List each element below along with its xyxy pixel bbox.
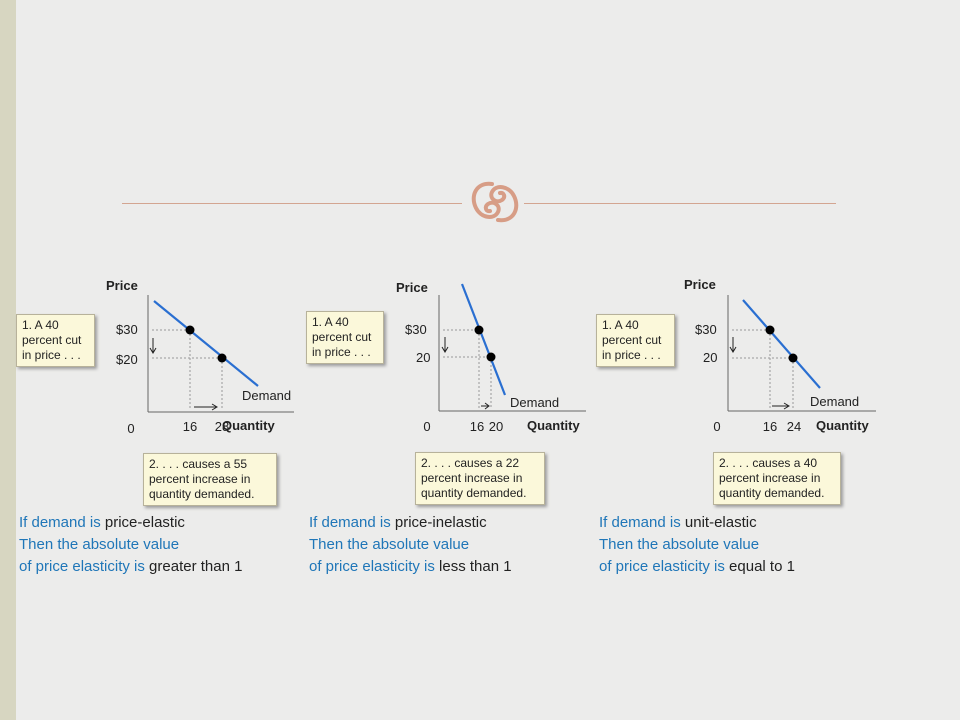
quantity-tick-1: 16 [183, 419, 197, 434]
y-axis-title: Price [684, 277, 716, 292]
summary-text: If demand is [309, 514, 395, 531]
summary-text: Then the absolute value [599, 536, 760, 553]
data-point-2 [486, 352, 496, 362]
quantity-tick-1: 16 [763, 419, 777, 434]
origin-label: 0 [127, 421, 134, 436]
summary-conclusion: equal to 1 [729, 558, 795, 575]
summary-text: of price elasticity is [599, 558, 730, 575]
price-tick-low: $20 [116, 352, 138, 367]
callout-line: 1. A 40 [602, 318, 639, 332]
origin-label: 0 [713, 419, 720, 434]
summary-conclusion: greater than 1 [149, 558, 243, 575]
callout-price-cut-1: 1. A 40 percent cut in price . . . [16, 314, 95, 367]
callout-line: percent increase in [719, 471, 821, 485]
summary-inelastic: If demand is price-inelastic Then the ab… [309, 512, 512, 578]
chart-unit-elastic: Price 0 Quantity $30 20 Demand 16 24 [684, 277, 876, 434]
x-axis-title: Quantity [222, 418, 275, 433]
data-point-1 [185, 325, 195, 335]
ornament-icon [471, 181, 519, 223]
quantity-arrow-head [783, 402, 790, 410]
demand-curve [742, 299, 821, 389]
quantity-tick-2: 20 [489, 419, 503, 434]
callout-line: in price . . . [22, 348, 81, 362]
y-axis-title: Price [106, 278, 138, 293]
data-point-1 [474, 325, 484, 335]
summary-term: unit-elastic [684, 514, 757, 531]
quantity-tick-2: 28 [215, 419, 229, 434]
summary-text: Then the absolute value [19, 536, 180, 553]
callout-line: in price . . . [602, 348, 661, 362]
demand-label: Demand [810, 394, 859, 409]
x-axis-title: Quantity [527, 418, 580, 433]
summary-text: If demand is [19, 514, 105, 531]
callout-line: percent cut [602, 333, 662, 347]
price-arrow-head [149, 347, 157, 354]
summary-conclusion: less than 1 [439, 558, 512, 575]
price-tick-low: 20 [703, 350, 717, 365]
callout-line: 2. . . . causes a 40 [719, 456, 818, 470]
price-tick-high: $30 [116, 322, 138, 337]
callout-line: quantity demanded. [719, 486, 825, 500]
quantity-arrow-head [484, 402, 490, 410]
summary-unit-elastic: If demand is unit-elastic Then the absol… [599, 512, 795, 578]
callout-line: 1. A 40 [22, 318, 59, 332]
callout-line: 2. . . . causes a 22 [421, 456, 520, 470]
callout-line: 2. . . . causes a 55 [149, 457, 248, 471]
callout-line: percent increase in [149, 472, 251, 486]
callout-line: quantity demanded. [421, 486, 527, 500]
demand-curve [460, 283, 507, 396]
chart-inelastic: Price 0 Quantity $30 20 Demand 16 20 [396, 280, 586, 434]
summary-term: price-inelastic [394, 514, 487, 531]
demand-label: Demand [510, 395, 559, 410]
demand-label: Demand [242, 388, 291, 403]
chart-elastic: Price 0 Quantity $30 $20 Demand 16 28 [106, 278, 294, 436]
price-arrow-head [729, 346, 737, 353]
price-arrow-head [441, 346, 449, 353]
summary-elastic: If demand is price-elastic Then the abso… [19, 512, 242, 578]
y-axis-title: Price [396, 280, 428, 295]
callout-price-cut-3: 1. A 40 percent cut in price . . . [596, 314, 675, 367]
summary-text: of price elasticity is [19, 558, 150, 575]
callout-price-cut-2: 1. A 40 percent cut in price . . . [306, 311, 384, 364]
callout-quantity-1: 2. . . . causes a 55 percent increase in… [143, 453, 277, 506]
quantity-tick-2: 24 [787, 419, 801, 434]
price-tick-high: $30 [405, 322, 427, 337]
callout-line: in price . . . [312, 345, 371, 359]
demand-curve [153, 300, 259, 387]
price-tick-high: $30 [695, 322, 717, 337]
callout-line: percent cut [22, 333, 82, 347]
callout-line: quantity demanded. [149, 487, 255, 501]
callout-quantity-3: 2. . . . causes a 40 percent increase in… [713, 452, 841, 505]
summary-text: Then the absolute value [309, 536, 470, 553]
quantity-arrow-head [211, 403, 218, 411]
data-point-2 [217, 353, 227, 363]
summary-text: of price elasticity is [309, 558, 440, 575]
title-divider-right [524, 203, 836, 204]
title-divider-left [122, 203, 462, 204]
x-axis-title: Quantity [816, 418, 869, 433]
callout-line: 1. A 40 [312, 315, 349, 329]
quantity-tick-1: 16 [470, 419, 484, 434]
callout-line: percent cut [312, 330, 372, 344]
origin-label: 0 [423, 419, 430, 434]
callout-quantity-2: 2. . . . causes a 22 percent increase in… [415, 452, 545, 505]
data-point-1 [765, 325, 775, 335]
callout-line: percent increase in [421, 471, 523, 485]
summary-text: If demand is [599, 514, 685, 531]
data-point-2 [788, 353, 798, 363]
price-tick-low: 20 [416, 350, 430, 365]
summary-term: price-elastic [104, 514, 185, 531]
